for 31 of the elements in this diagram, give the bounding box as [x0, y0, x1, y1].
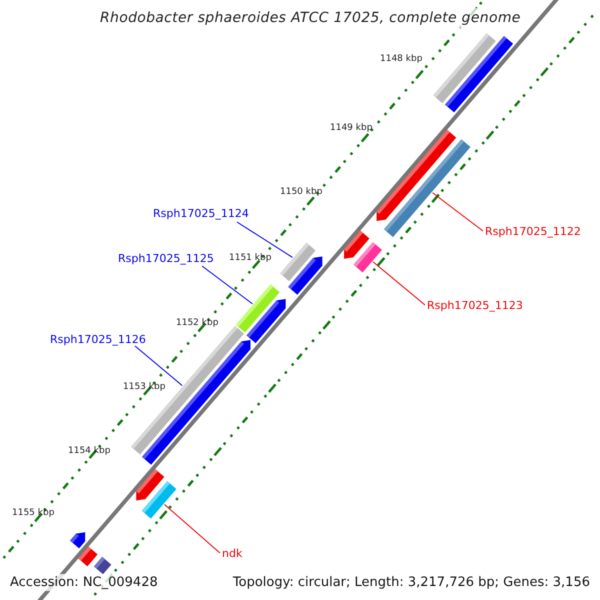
scale-label: 1151 kbp	[229, 254, 272, 263]
accession-text: Accession: NC_009428	[8, 574, 160, 591]
leader-line	[432, 192, 484, 232]
gene-bar	[78, 546, 98, 566]
gene-label: Rsph17025_1122	[485, 226, 581, 237]
scale-label: 1155 kbp	[12, 509, 54, 518]
gene-block	[246, 299, 286, 344]
gene-block	[288, 256, 322, 295]
scale-label: 1148 kbp	[380, 55, 422, 64]
scale-label: 1153 kbp	[123, 383, 166, 392]
scale-label: 1152 kbp	[176, 319, 218, 328]
gene-label: Rsph17025_1125	[118, 253, 214, 264]
scale-label: 1150 kbp	[280, 188, 322, 197]
leader-line	[164, 504, 220, 554]
gene-label: Rsph17025_1123	[427, 300, 523, 311]
gene-bar	[142, 481, 176, 519]
gene-bar	[94, 556, 112, 574]
leader-line	[372, 261, 426, 306]
gene-bar	[354, 242, 382, 272]
gene-block	[70, 532, 86, 548]
gene-label: Rsph17025_1124	[153, 208, 249, 219]
leader-line	[134, 346, 183, 386]
leader-line	[236, 222, 293, 258]
scale-label: 1149 kbp	[330, 124, 372, 133]
scale-label: 1154 kbp	[68, 447, 110, 456]
gene-bar	[384, 139, 470, 238]
gene-label: ndk	[222, 548, 242, 559]
genome-summary-text: Topology: circular; Length: 3,217,726 bp; Genes: 3,156	[230, 574, 592, 591]
gene-label: Rsph17025_1126	[50, 334, 146, 345]
leader-line	[202, 266, 254, 304]
gene-bar	[445, 36, 514, 112]
